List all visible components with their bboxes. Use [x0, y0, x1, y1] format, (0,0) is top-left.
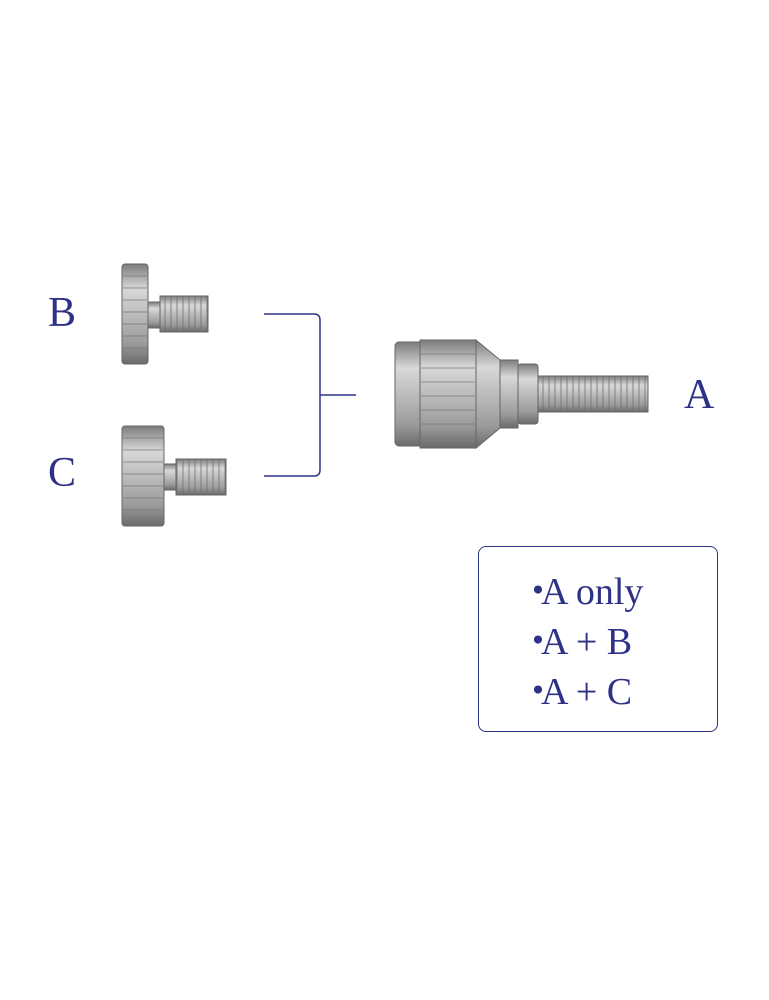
legend-box: ・A only ・A + B ・A + C — [478, 546, 718, 732]
legend-item: ・A + B — [519, 617, 717, 667]
label-c: C — [48, 450, 77, 496]
label-a: A — [684, 372, 715, 418]
legend-item-text: A only — [541, 571, 644, 613]
legend-item: ・A only — [519, 567, 717, 617]
legend-item: ・A + C — [519, 667, 717, 717]
legend-list: ・A only ・A + B ・A + C — [479, 547, 717, 717]
bullet: ・ — [519, 671, 558, 713]
adapter-a-icon — [394, 338, 649, 450]
bullet: ・ — [519, 621, 558, 663]
knob-b-icon — [121, 263, 209, 365]
legend-item-text: A + C — [541, 671, 633, 713]
label-b: B — [48, 290, 77, 336]
legend-item-text: A + B — [541, 621, 633, 663]
bullet: ・ — [519, 571, 558, 613]
bracket-connector — [264, 313, 356, 477]
knob-c-icon — [121, 425, 227, 527]
